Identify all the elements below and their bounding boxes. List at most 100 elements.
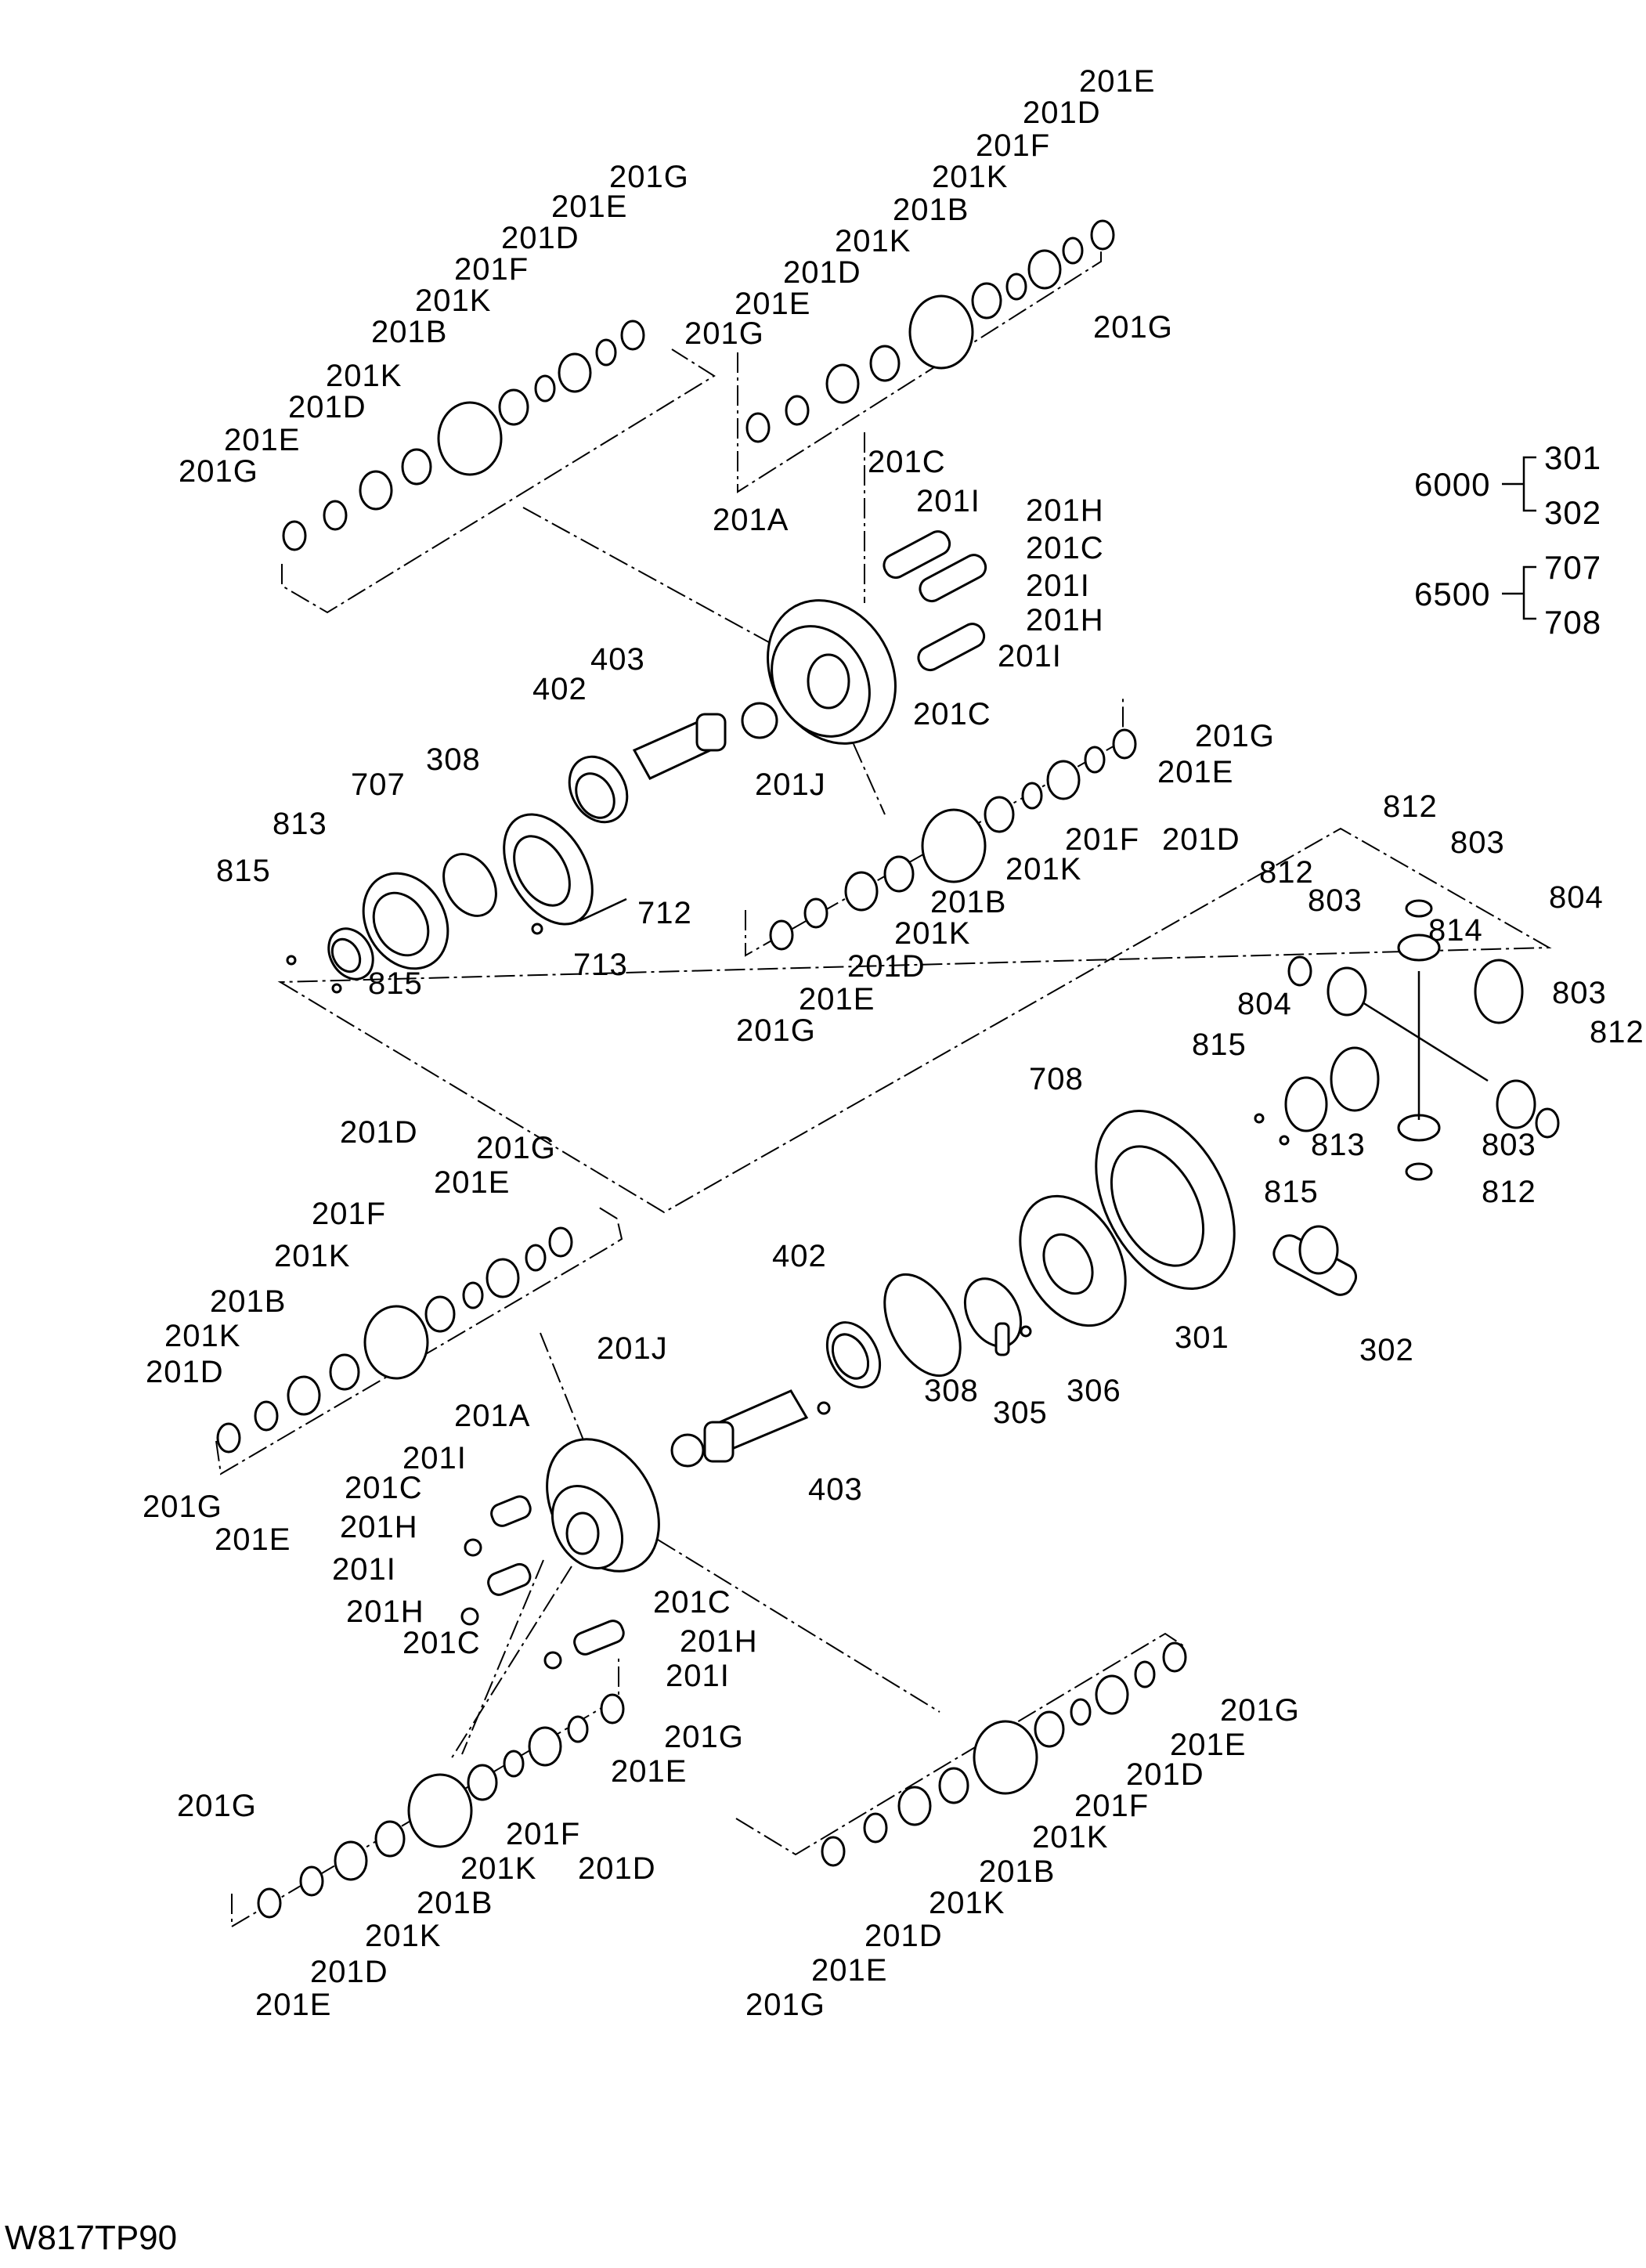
part-callout: 201I: [998, 639, 1062, 674]
part-callout: 815: [1192, 1027, 1247, 1062]
part-callout: 804: [1237, 987, 1292, 1021]
part-callout: 201D: [288, 390, 366, 424]
part-callout: 814: [1428, 913, 1483, 948]
part-callout: 201J: [755, 767, 826, 802]
part-callout: 403: [808, 1472, 863, 1507]
part-callout: 201D: [783, 255, 861, 290]
part-callout: 201G: [1195, 719, 1275, 753]
part-callout: 305: [993, 1396, 1048, 1430]
part-callout: 201G: [609, 160, 689, 194]
upper-hub: [286, 755, 629, 994]
part-callout: 201I: [916, 484, 980, 518]
part-callout: 201D: [865, 1919, 943, 1953]
part-callout: 713: [573, 948, 628, 982]
part-callout: 201E: [1170, 1728, 1247, 1762]
part-callout: 201E: [1079, 64, 1156, 99]
drawing-code: W817TP90: [5, 2219, 178, 2257]
part-callout: 403: [590, 642, 645, 677]
part-callout: 201G: [1093, 310, 1173, 345]
part-callout: 201D: [310, 1955, 388, 1989]
part-callout: 201H: [340, 1510, 418, 1544]
part-callout: 201B: [417, 1886, 493, 1920]
part-callout: 201E: [434, 1165, 511, 1200]
part-callout: 201G: [143, 1490, 222, 1524]
lower-hub: [670, 1273, 1032, 1468]
part-callout: 201K: [326, 359, 402, 393]
set-part-708: 708: [1544, 604, 1602, 641]
part-callout: 201I: [332, 1552, 396, 1587]
part-callout: 201B: [893, 193, 969, 227]
part-callout: 201D: [1126, 1757, 1204, 1792]
part-callout: 813: [273, 807, 327, 841]
part-callout: 812: [1259, 855, 1314, 890]
part-callout: 201E: [811, 1953, 888, 1988]
part-callout: 201D: [501, 221, 579, 255]
part-callout: 201D: [1162, 822, 1240, 857]
part-callout: 201K: [274, 1239, 351, 1273]
part-callout: 812: [1383, 789, 1438, 824]
part-callout: 708: [1029, 1062, 1084, 1096]
part-callout: 201C: [913, 697, 991, 731]
part-callout: 201A: [713, 503, 789, 537]
part-callout: 804: [1549, 880, 1604, 915]
part-callout: 201G: [179, 454, 258, 489]
part-callout: 201E: [215, 1522, 291, 1557]
part-callout: 201B: [979, 1854, 1056, 1889]
part-callout: 201D: [578, 1851, 656, 1886]
part-callout: 201D: [146, 1355, 224, 1389]
part-callout: 308: [426, 742, 481, 777]
part-callout: 201K: [365, 1919, 442, 1953]
part-callout: 803: [1552, 976, 1607, 1010]
part-callout: 402: [772, 1239, 827, 1273]
part-callout: 402: [532, 672, 587, 706]
part-callout: 201G: [684, 316, 764, 351]
differential-gearset: [963, 899, 1560, 1348]
part-callout: 201C: [653, 1585, 731, 1620]
part-callout: 712: [637, 896, 692, 930]
part-callout: 201C: [345, 1471, 423, 1505]
part-callout: 201G: [736, 1013, 816, 1048]
part-callout: 201G: [1220, 1693, 1300, 1728]
part-callout: 201B: [210, 1284, 287, 1319]
part-callout: 201K: [835, 224, 911, 258]
part-callout: 201F: [976, 128, 1051, 163]
part-callout: 201J: [597, 1331, 668, 1366]
part-callout: 812: [1482, 1175, 1536, 1209]
part-callout: 201C: [402, 1626, 481, 1660]
part-callout: 201H: [346, 1594, 424, 1629]
part-callout: 201G: [177, 1789, 257, 1823]
part-callout: 201H: [1026, 493, 1104, 528]
part-callout: 201E: [735, 287, 811, 321]
part-callout: 201E: [551, 190, 628, 224]
part-callout: 302: [1359, 1333, 1414, 1367]
part-callout: 201C: [868, 445, 946, 479]
part-callout: 201B: [371, 315, 448, 349]
part-callout: 301: [1175, 1320, 1229, 1355]
part-callout: 201D: [340, 1115, 418, 1150]
part-callout: 813: [1311, 1128, 1366, 1162]
part-callout: 201K: [1032, 1820, 1109, 1854]
part-callout: 201B: [930, 885, 1007, 919]
part-callout: 803: [1482, 1128, 1536, 1162]
set-code-6500: 6500: [1414, 576, 1491, 612]
part-callout: 201G: [745, 1988, 825, 2022]
part-callout: 201D: [847, 949, 926, 984]
part-callout: 201K: [894, 916, 971, 951]
assembly-axes: [450, 432, 940, 1760]
part-callout: 803: [1308, 883, 1363, 918]
part-callout: 201I: [402, 1441, 467, 1475]
part-callout: 201K: [932, 160, 1009, 194]
part-callout: 201A: [454, 1399, 531, 1433]
part-callout: 707: [351, 767, 406, 802]
part-callout: 201F: [506, 1817, 581, 1851]
part-callout: 201G: [476, 1131, 556, 1165]
part-callout: 201C: [1026, 531, 1104, 565]
part-callout: 308: [924, 1374, 979, 1408]
part-callout: 201E: [224, 423, 301, 457]
part-callout: 201E: [255, 1988, 332, 2022]
part-callout: 815: [368, 966, 423, 1001]
part-callout: 201D: [1023, 96, 1101, 130]
part-callout: 201H: [680, 1624, 758, 1659]
bearing-stacks: [216, 219, 1187, 1919]
